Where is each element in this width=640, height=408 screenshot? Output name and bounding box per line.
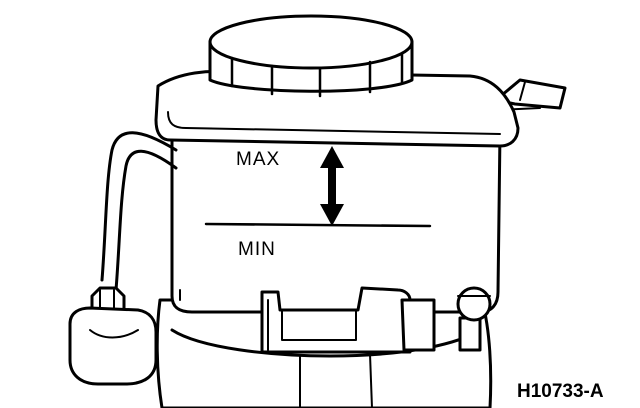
min-level-line <box>204 222 432 228</box>
double-arrow-icon <box>320 146 344 226</box>
union-fitting <box>68 306 158 386</box>
max-label: MAX <box>236 149 280 170</box>
filler-cap <box>208 14 414 98</box>
outlet-port <box>260 286 412 354</box>
min-label: MIN <box>238 239 276 260</box>
right-fastener <box>400 286 492 352</box>
right-feed-tube <box>494 78 567 111</box>
level-markings <box>204 222 432 228</box>
left-steel-line <box>100 131 178 292</box>
figure-code: H10733-A <box>517 381 604 402</box>
